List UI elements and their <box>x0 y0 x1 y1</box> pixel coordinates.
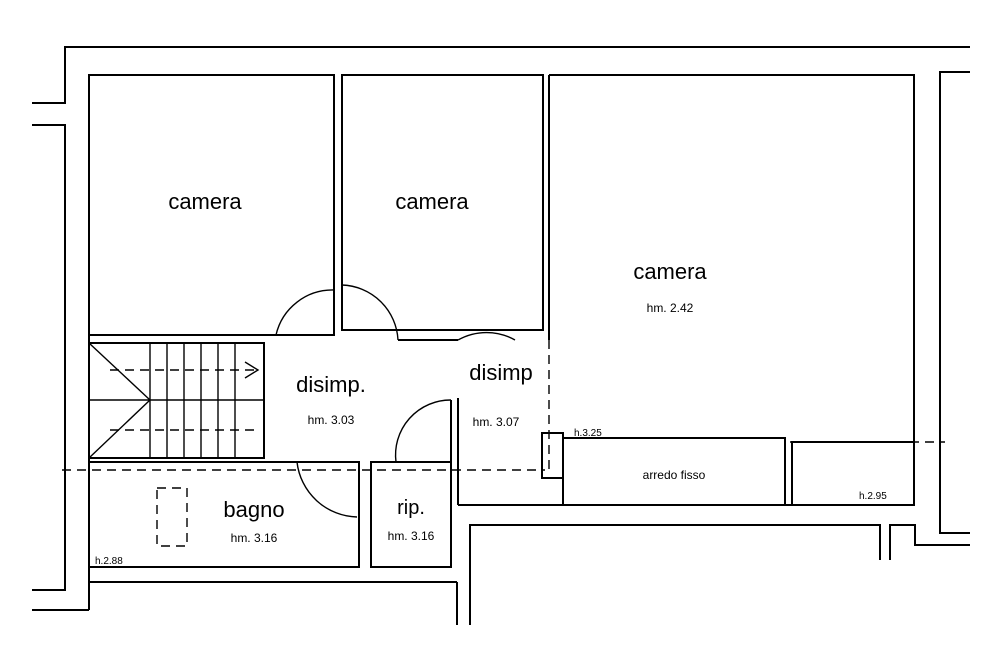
room-label-disimp-1: disimp. <box>296 372 366 397</box>
room-label-bagno: bagno <box>223 497 284 522</box>
furniture-label: arredo fisso <box>643 468 706 482</box>
room-walls <box>88 74 970 625</box>
staircase <box>88 342 264 459</box>
level-h-288: h.2.88 <box>95 556 123 567</box>
room-label-disimp-2: disimp <box>469 360 533 385</box>
room-height-rip: hm. 3.16 <box>388 529 435 543</box>
room-height-disimp-1: hm. 3.03 <box>308 413 355 427</box>
level-h-295: h.2.95 <box>859 491 887 502</box>
fixed-furniture <box>541 432 915 506</box>
room-height-disimp-2: hm. 3.07 <box>473 415 520 429</box>
room-height-camera-3: hm. 2.42 <box>647 301 694 315</box>
room-label-camera-2: camera <box>395 189 469 214</box>
level-h-325: h.3.25 <box>574 428 602 439</box>
door-swings <box>275 284 516 518</box>
room-label-rip: rip. <box>397 497 425 519</box>
room-label-camera-1: camera <box>168 189 242 214</box>
room-label-camera-3: camera <box>633 259 707 284</box>
room-height-bagno: hm. 3.16 <box>231 531 278 545</box>
